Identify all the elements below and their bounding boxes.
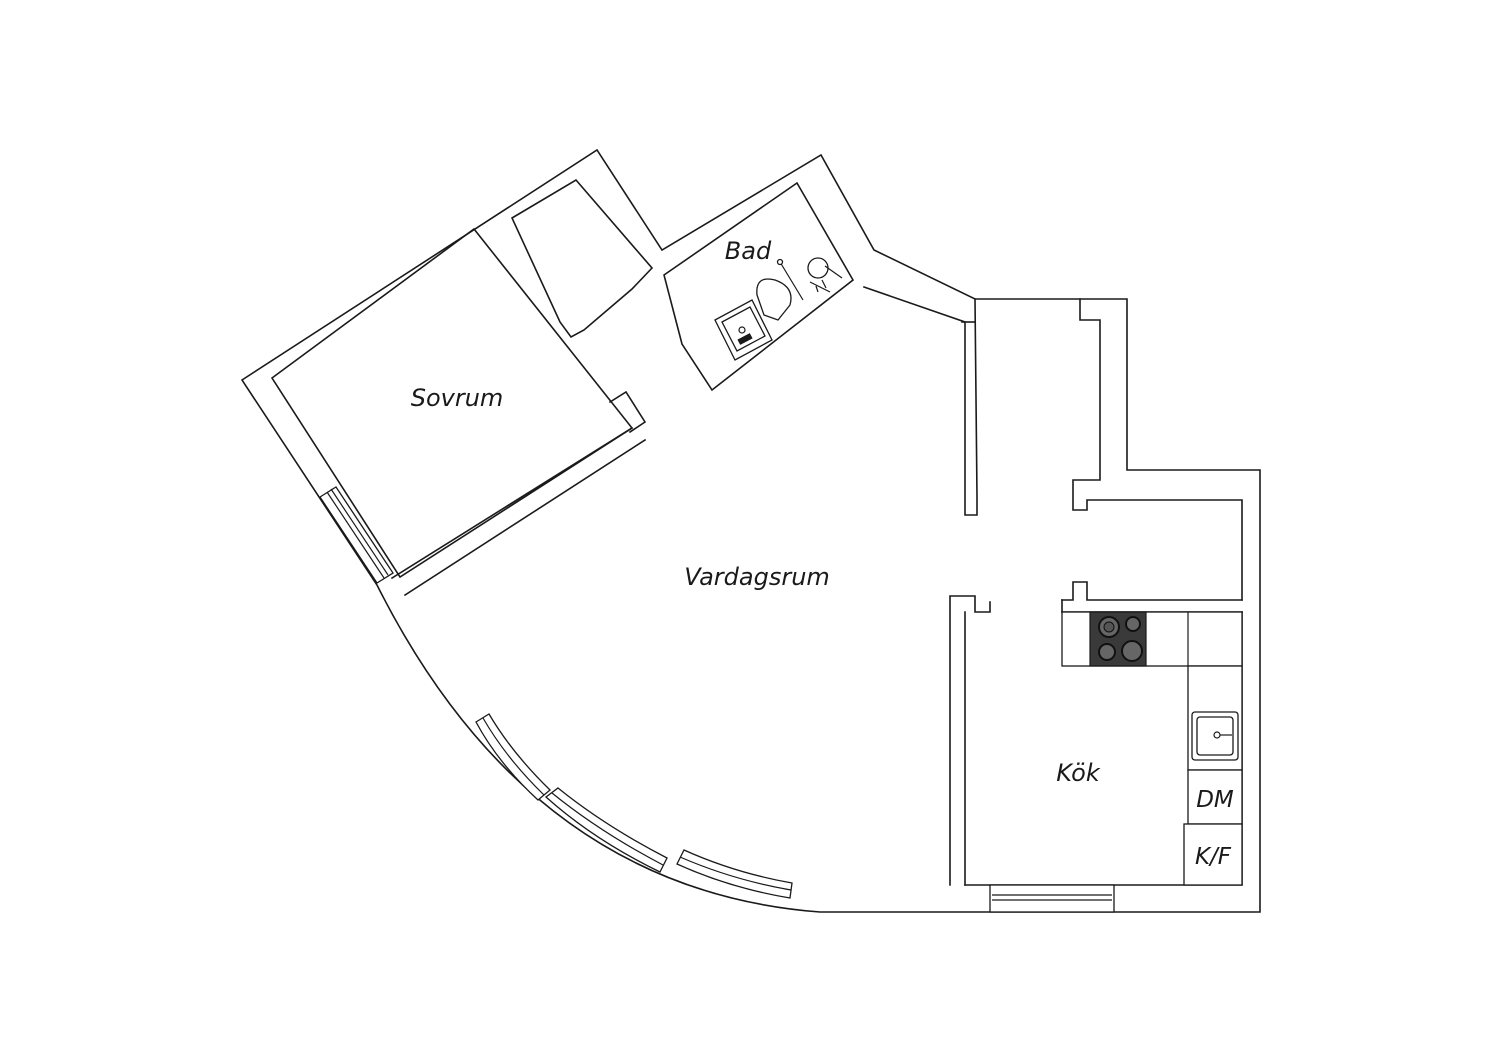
washbasin-icon (714, 299, 773, 361)
window-bedroom (319, 486, 394, 584)
room-label-kitchen: Kök (1056, 759, 1101, 787)
fridge-freezer-label: K/F (1195, 844, 1232, 870)
sink-icon (1191, 711, 1239, 761)
dishwasher-box (1187, 769, 1243, 825)
window-kitchen (989, 884, 1115, 913)
window-living-2 (544, 787, 668, 873)
toilet-icon (756, 278, 792, 321)
room-label-bedroom: Sovrum (411, 384, 504, 412)
stove-icon (1089, 611, 1147, 667)
bathroom-fixtures (714, 257, 843, 361)
fridge-box (1183, 823, 1243, 886)
window-living-1 (475, 713, 551, 801)
room-label-living-room: Vardagsrum (684, 563, 830, 591)
room-label-bathroom: Bad (725, 237, 772, 265)
kitchen-fixtures (1061, 581, 1243, 886)
window-living-3 (676, 849, 793, 899)
dishwasher-label: DM (1196, 787, 1234, 813)
outer-wall (240, 148, 1261, 913)
windows (319, 486, 1115, 913)
shower-icon (776, 257, 843, 301)
